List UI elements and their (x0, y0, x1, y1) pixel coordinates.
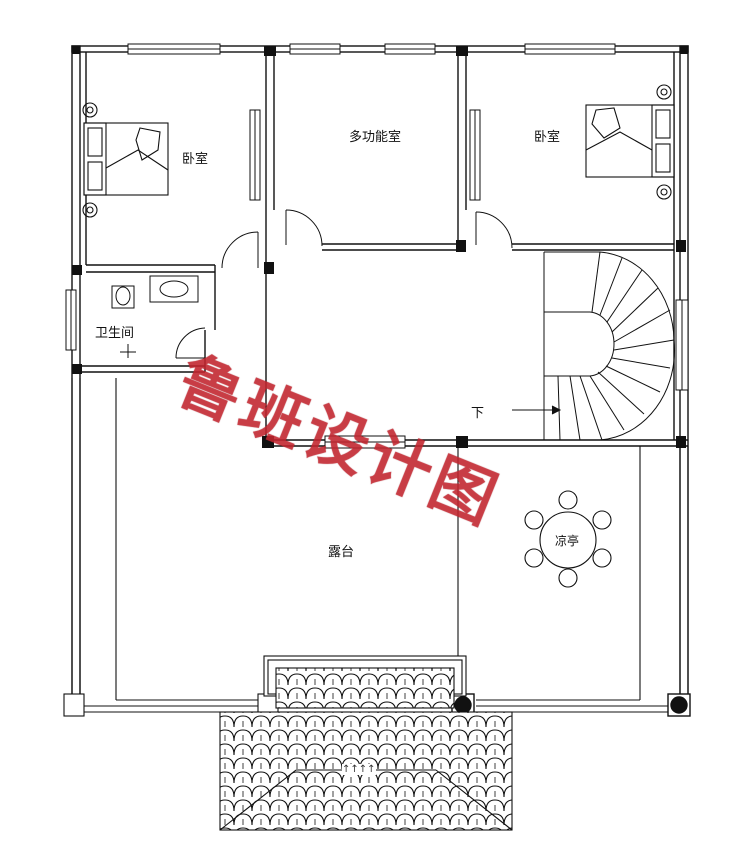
columns (72, 46, 688, 448)
room-label-multi-room: 多功能室 (349, 130, 402, 145)
stair-down-label: 下 (471, 406, 485, 421)
roof-below (219, 655, 513, 831)
pavilion-table (524, 490, 612, 588)
spiral-stair (512, 251, 675, 441)
top-windows (127, 43, 616, 55)
side-windows (65, 109, 689, 449)
drain-columns (451, 693, 691, 717)
roof-arrow-mark: ↑↑↑↑ (342, 764, 376, 775)
room-label-terrace: 露台 (328, 545, 355, 560)
room-label-pavilion: 凉亭 (555, 534, 580, 548)
bed-right (585, 84, 675, 200)
bathroom-fixtures (111, 275, 199, 358)
room-label-bedroom-left: 卧室 (182, 152, 209, 167)
room-label-bedroom-right: 卧室 (534, 130, 561, 145)
bed-left (82, 102, 169, 218)
terrace-railing (63, 378, 689, 717)
room-label-bathroom: 卫生间 (95, 326, 135, 341)
doors (175, 209, 513, 359)
